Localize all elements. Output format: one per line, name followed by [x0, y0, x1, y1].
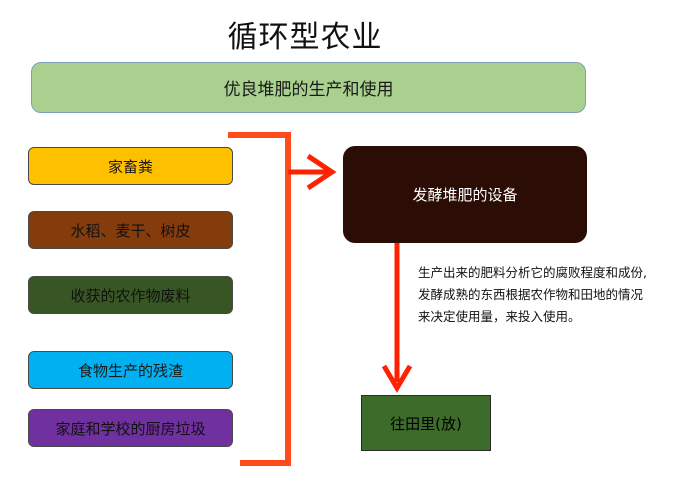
- source-livestock-manure: 家畜粪: [28, 147, 233, 185]
- source-label: 食物生产的残渣: [77, 361, 183, 380]
- source-label: 收获的农作物废料: [70, 286, 191, 305]
- source-label: 水稻、麦干、树皮: [70, 221, 191, 240]
- source-crop-waste: 收获的农作物废料: [28, 276, 233, 314]
- source-label: 家畜粪: [107, 157, 153, 176]
- note-line: 生产出来的肥料分析它的腐败程度和成份,: [418, 265, 647, 280]
- source-food-residue: 食物生产的残渣: [28, 351, 233, 389]
- device-label: 发酵堆肥的设备: [412, 186, 518, 204]
- arrow-to-field-head: [381, 364, 413, 393]
- note-line: 来决定使用量，来投入使用。: [418, 309, 581, 324]
- diagram-title: 循环型农业: [227, 20, 383, 55]
- banner-compost-production: 优良堆肥的生产和使用: [31, 62, 586, 113]
- fermentation-device-box: 发酵堆肥的设备: [343, 146, 587, 243]
- source-rice-straw-bark: 水稻、麦干、树皮: [28, 211, 233, 249]
- source-kitchen-waste: 家庭和学校的厨房垃圾: [28, 409, 233, 447]
- destination-label: 往田里(放): [390, 414, 462, 433]
- banner-label: 优良堆肥的生产和使用: [223, 80, 394, 100]
- field-destination-box: 往田里(放): [361, 395, 491, 451]
- bracket-connector: [228, 132, 291, 466]
- arrow-to-device-head: [306, 153, 337, 191]
- process-note: 生产出来的肥料分析它的腐败程度和成份, 发酵成熟的东西根据农作物和田地的情况 来…: [418, 262, 688, 328]
- source-label: 家庭和学校的厨房垃圾: [55, 419, 206, 438]
- note-line: 发酵成熟的东西根据农作物和田地的情况: [418, 287, 644, 302]
